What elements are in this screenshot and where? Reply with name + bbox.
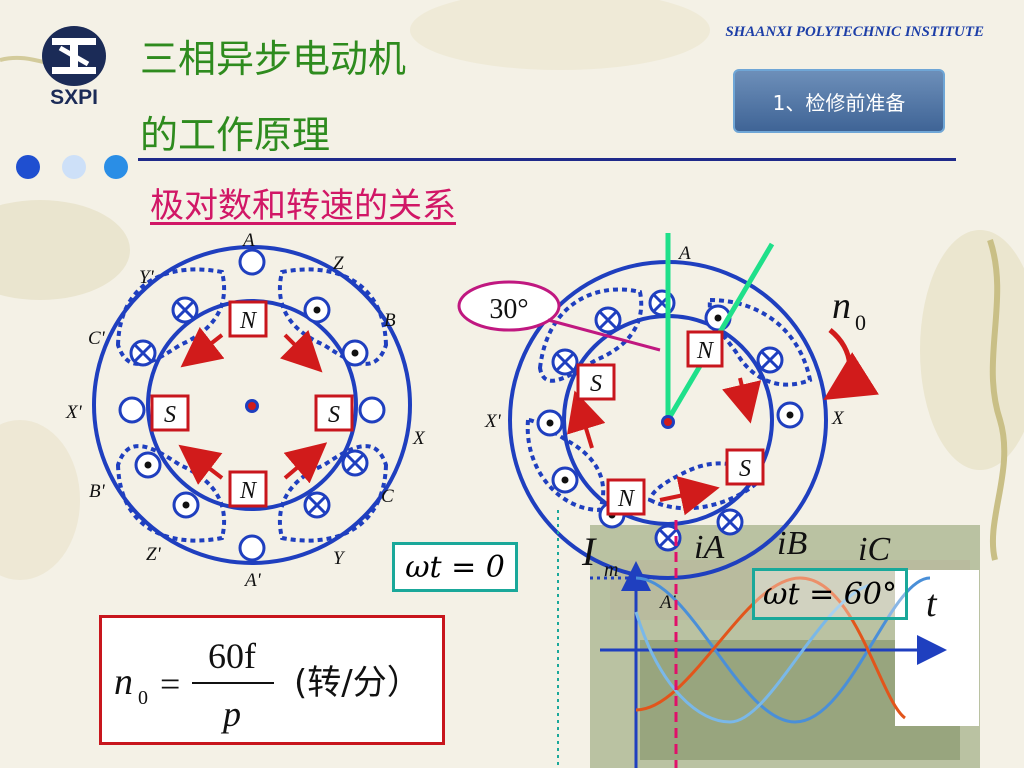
left-pole-n-top: N	[239, 308, 258, 334]
decor-dot-1	[16, 155, 40, 179]
left-label-Y: Y	[333, 548, 346, 569]
angle-label: 30°	[489, 294, 528, 325]
right-label-X: X	[831, 408, 845, 429]
left-label-Z: Z	[333, 253, 344, 274]
header-divider	[138, 158, 956, 161]
left-pole-n-bottom: N	[239, 478, 258, 504]
formula-unit: (转/分）	[294, 663, 421, 703]
left-label-X-prime: X'	[65, 402, 83, 423]
formula-denominator: p	[220, 694, 241, 734]
decor-dot-3	[104, 155, 128, 179]
amplitude-label: I	[581, 529, 597, 574]
left-label-Y-prime: Y'	[139, 267, 155, 288]
decor-dot-2	[62, 155, 86, 179]
left-pole-s-left: S	[164, 402, 176, 428]
svg-text:=: =	[160, 664, 180, 704]
institute-name: SHAANXI POLYTECHNIC INSTITUTE	[725, 24, 984, 40]
phase-box-wt0: ωt = 0	[392, 542, 518, 592]
right-stator: N S S N A X X' A' 30° n 0	[457, 233, 879, 613]
speed-formula-box: n 0 = 60f p (转/分）	[99, 615, 445, 745]
right-label-A-prime: A'	[658, 592, 677, 613]
speed-formula: n 0 = 60f p (转/分）	[114, 636, 421, 734]
left-stator: N S S N A Z B X C Y A' Z' B' X' C' Y'	[65, 230, 426, 591]
left-label-Z-prime: Z'	[146, 544, 162, 565]
wave-iA	[635, 576, 931, 724]
right-pole-n-top: N	[696, 338, 715, 364]
right-label-X-prime: X'	[484, 411, 502, 432]
right-pole-s-right: S	[739, 456, 751, 482]
time-axis-label: t	[926, 583, 938, 625]
slide-subtitle: 极对数和转速的关系	[150, 186, 456, 226]
right-pole-n-bottom: N	[617, 486, 636, 512]
left-pole-s-right: S	[328, 402, 340, 428]
formula-numerator: 60f	[208, 636, 256, 676]
left-label-A-prime: A'	[243, 570, 262, 591]
formula-lhs: n	[114, 661, 133, 703]
waveform-plot: I m iA iB iC t	[557, 510, 979, 768]
left-label-X: X	[412, 428, 426, 449]
wave-iB	[635, 576, 906, 720]
series-label-iA: iA	[694, 529, 724, 566]
page-title-line1: 三相异步电动机	[140, 37, 407, 81]
right-pole-s-left: S	[590, 371, 602, 397]
speed-label: n	[832, 285, 851, 327]
left-label-C-prime: C'	[88, 328, 106, 349]
left-label-B: B	[384, 310, 396, 331]
left-label-B-prime: B'	[89, 481, 106, 502]
school-logo	[42, 26, 106, 86]
series-label-iB: iB	[777, 525, 807, 562]
series-label-iC: iC	[858, 531, 890, 568]
left-label-C: C	[381, 486, 394, 507]
logo-text: SXPI	[50, 86, 98, 109]
phase-box-wt60: ωt = 60°	[752, 568, 908, 620]
left-label-A: A	[241, 230, 255, 251]
section-button[interactable]: 1、检修前准备	[733, 69, 945, 133]
right-label-A: A	[677, 243, 691, 264]
amplitude-subscript: m	[604, 559, 618, 581]
formula-lhs-sub: 0	[138, 687, 148, 709]
speed-subscript: 0	[855, 310, 866, 335]
page-title-line2: 的工作原理	[140, 113, 331, 157]
